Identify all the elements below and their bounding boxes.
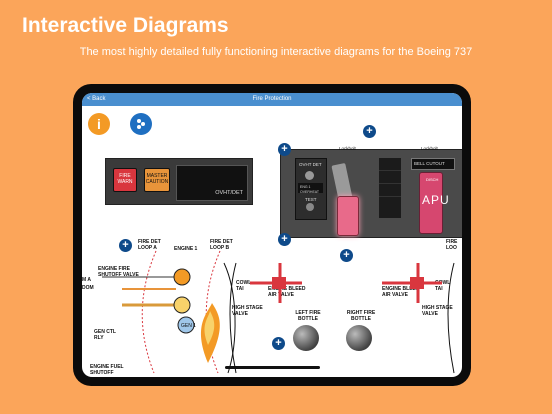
page-title: Fire Protection [252,96,292,102]
bell-cutout-button[interactable]: BELL CUTOUT [411,158,455,170]
expand-plus-4[interactable]: + [340,249,353,262]
hero-title: Interactive Diagrams [22,14,229,37]
nav-bar: < Back Fire Protection [82,93,462,106]
svg-text:GEN 1: GEN 1 [181,323,196,329]
engl-overheat-light: ENG 1 OVERHEAT [298,183,323,194]
m-a-label: M A [82,277,91,283]
fire-det-loop-a: FIRE DET LOOP A [138,239,161,251]
fire-warn-light[interactable]: FIRE WARN [113,168,137,192]
engine-fuel-shutoff-label: ENGINE FUEL SHUTOFF [90,364,124,376]
left-fire-bottle[interactable] [293,325,319,351]
master-caution-label: MASTER CAUTION [145,173,169,185]
warning-panel: FIRE WARN MASTER CAUTION OVHT/DET [105,158,253,205]
fire-loop-right: FIRE LOO [446,239,458,251]
cowl-tai-right-label: COWL TAI [435,280,451,292]
engine1-fire-handle[interactable] [337,196,359,236]
fire-protection-schematic: GEN 1 [102,250,455,374]
gen-ctl-rly-label: GEN CTL RLY [94,329,116,341]
fire-det-loop-b: FIRE DET LOOP B [210,239,233,251]
test-label: TEST [305,197,317,202]
right-fire-bottle-label: RIGHT FIRE BOTTLE [346,310,376,322]
lockbolt-left: Lockbolt [339,146,356,151]
expand-plus-5[interactable]: + [119,239,132,252]
cowl-tai-label: COWL TAI [236,280,252,292]
expand-plus-1[interactable]: + [278,143,291,156]
expand-plus-3[interactable]: + [278,233,291,246]
ovht-det-label: OVHT/DET [215,190,243,196]
dom-label: DOM [82,285,94,291]
tablet-device: < Back Fire Protection i FIRE WARN MASTE… [73,84,471,386]
engine1-label: ENGINE 1 [174,246,198,252]
ovht-det-text: OVHT DET [299,162,322,167]
engine-bleed-air-right-label: ENGINE BLEED AIR VALVE [382,286,420,298]
ovht-det-annunciator: OVHT/DET [176,165,248,201]
back-button[interactable]: < Back [87,96,106,102]
left-fire-bottle-label: LEFT FIRE BOTTLE [295,310,321,322]
ovht-det-module: OVHT DET ENG 1 OVERHEAT TEST [295,158,327,220]
hero-subtitle: The most highly detailed fully functioni… [79,46,473,58]
settings-button[interactable] [130,113,152,135]
annunciator-strip [379,158,401,218]
high-stage-valve-right-label: HIGH STAGE VALVE [422,305,453,317]
right-fire-bottle[interactable] [346,325,372,351]
expand-plus-6[interactable]: + [272,337,285,350]
info-button[interactable]: i [88,113,110,135]
apu-label: APU [422,193,450,207]
lockbolt-right: Lockbolt [421,146,438,151]
engine-fire-panel: OVHT DET ENG 1 OVERHEAT TEST Lockbolt BE… [280,146,462,238]
expand-plus-2[interactable]: + [363,125,376,138]
home-indicator[interactable] [225,366,320,369]
apu-fire-handle[interactable]: DISCH APU [419,172,449,234]
ovht-det-selector[interactable] [305,171,314,180]
app-screen: < Back Fire Protection i FIRE WARN MASTE… [82,93,462,377]
test-switch[interactable] [306,203,314,211]
high-stage-valve-label: HIGH STAGE VALVE [232,305,263,317]
dots-icon [137,119,145,129]
fire-warn-label: FIRE WARN [117,173,133,185]
master-caution-light[interactable]: MASTER CAUTION [144,168,170,192]
engine-fire-shutoff-label: ENGINE FIRE SHUTOFF VALVE [98,266,139,278]
